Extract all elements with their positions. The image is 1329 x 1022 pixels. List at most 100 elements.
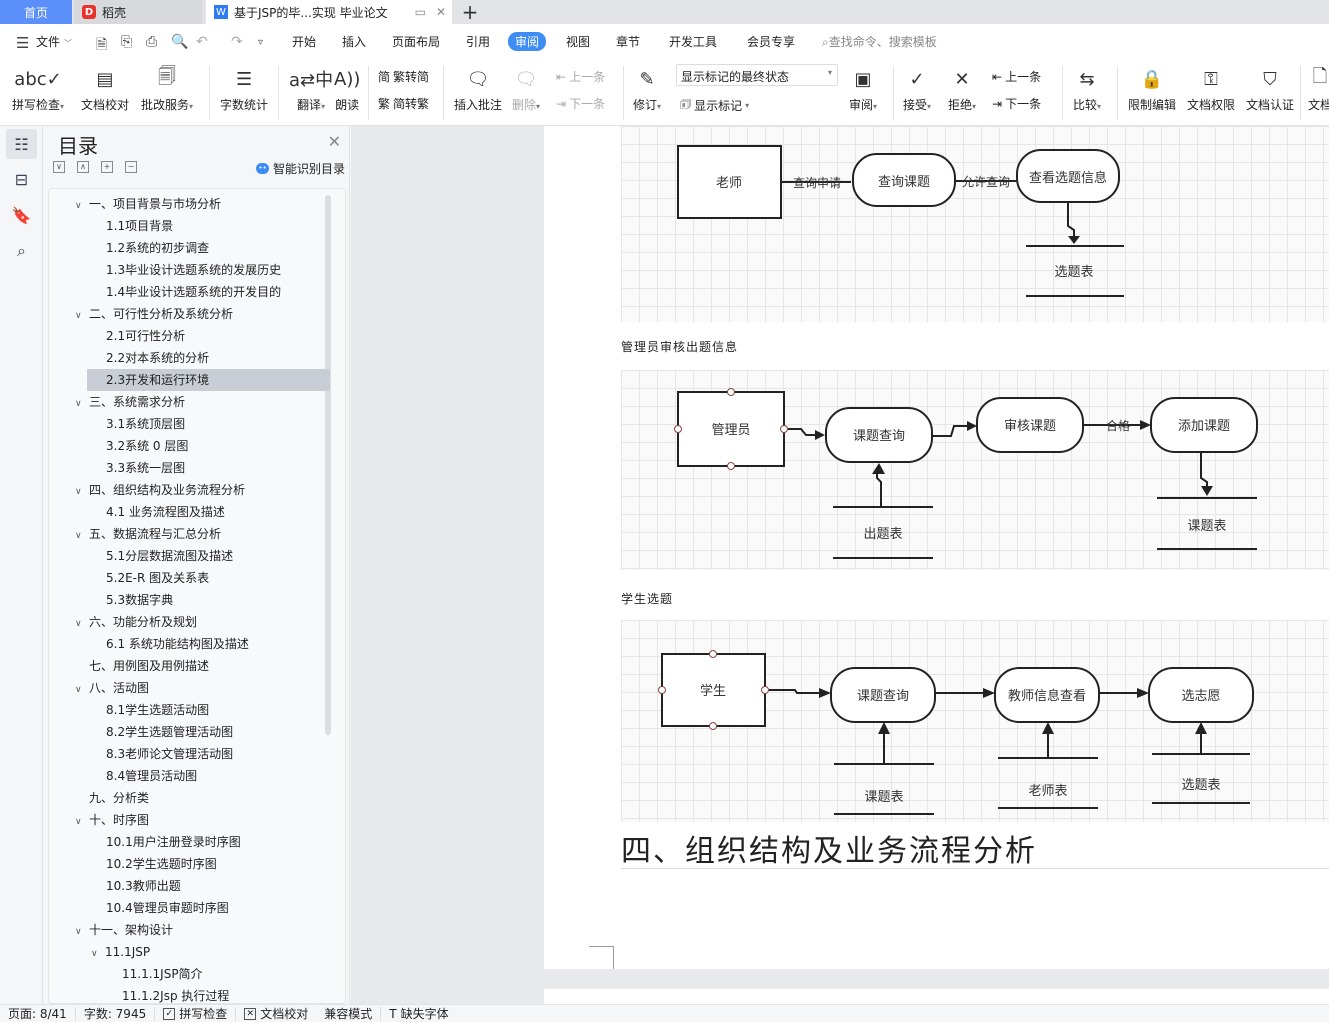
simp-to-trad-button[interactable]: 繁简转繁	[378, 95, 429, 112]
toc-item[interactable]: 6.1 系统功能结构图及描述	[106, 633, 345, 655]
toc-icon[interactable]: ☷	[6, 129, 37, 159]
chevron-down-icon[interactable]: ∨	[75, 201, 82, 211]
delete-comment-button[interactable]: 🗨删除▾	[512, 64, 540, 113]
toc-item[interactable]: ∨十、时序图	[75, 809, 345, 831]
restrict-edit-button[interactable]: 🔒限制编辑	[1128, 64, 1176, 113]
toc-item[interactable]: 5.1分层数据流图及描述	[106, 545, 345, 567]
new-tab-button[interactable]: +	[452, 0, 488, 24]
hamburger-menu-icon[interactable]: ☰	[16, 34, 30, 52]
toc-item[interactable]: 11.1.2Jsp 执行过程	[122, 985, 345, 1003]
redo-icon[interactable]: ↷	[231, 34, 243, 50]
toc-item[interactable]: 8.3老师论文管理活动图	[106, 743, 345, 765]
tab-daoke[interactable]: D 稻壳	[74, 0, 202, 24]
toc-item[interactable]: 3.2系统 0 层图	[106, 435, 345, 457]
file-menu[interactable]: 文件 ﹀	[36, 33, 72, 50]
doc-proofread-toggle[interactable]: ✕文档校对	[236, 1007, 316, 1021]
menu-developer[interactable]: 开发工具	[669, 35, 718, 49]
review-pane-button[interactable]: ▣审阅▾	[849, 64, 877, 113]
read-aloud-button[interactable]: A))朗读	[334, 64, 360, 113]
toc-item[interactable]: 九、分析类	[89, 787, 345, 809]
toc-item[interactable]: 10.3教师出题	[106, 875, 345, 897]
compare-button[interactable]: ⇆比较▾	[1073, 64, 1101, 113]
spell-check-button[interactable]: abc✓拼写检查▾	[12, 64, 64, 113]
search-icon[interactable]: ⌕	[17, 241, 26, 260]
remove-level-icon[interactable]: −	[125, 161, 137, 173]
doc-permission-button[interactable]: ⚿文档权限	[1187, 64, 1235, 113]
menu-start[interactable]: 开始	[292, 35, 317, 49]
prev-comment-button[interactable]: ⇤上一条	[556, 68, 605, 85]
accept-button[interactable]: ✓接受▾	[903, 64, 931, 113]
page-indicator[interactable]: 页面: 8/41	[0, 1006, 76, 1021]
chapter-nav-icon[interactable]: ⊟	[14, 169, 29, 189]
toc-item[interactable]: 2.3开发和运行环境	[87, 369, 330, 391]
toc-item[interactable]: 10.2学生选题时序图	[106, 853, 345, 875]
toc-scrollbar[interactable]	[325, 195, 331, 735]
toc-item[interactable]: 8.4管理员活动图	[106, 765, 345, 787]
toc-item[interactable]: 5.2E-R 图及关系表	[106, 567, 345, 589]
spell-check-toggle[interactable]: ✓拼写检查	[155, 1006, 237, 1021]
toc-item[interactable]: 4.1 业务流程图及描述	[106, 501, 345, 523]
print-icon[interactable]: ⎙	[146, 34, 158, 50]
chevron-down-icon[interactable]: ∨	[75, 817, 82, 827]
add-level-icon[interactable]: +	[101, 161, 113, 173]
chevron-down-icon[interactable]: ∨	[75, 487, 82, 497]
close-tab-icon[interactable]: ✕	[435, 5, 446, 19]
toc-item[interactable]: 3.3系统一层图	[106, 457, 345, 479]
menu-member[interactable]: 会员专享	[747, 35, 796, 49]
print-preview-icon[interactable]: 🔍	[171, 34, 189, 50]
track-changes-button[interactable]: ✎修订▾	[633, 64, 661, 113]
collapse-up-icon[interactable]: ∧	[77, 161, 89, 173]
toc-item[interactable]: 1.2系统的初步调查	[106, 237, 345, 259]
menu-chapter[interactable]: 章节	[616, 35, 641, 49]
toc-item[interactable]: 8.1学生选题活动图	[106, 699, 345, 721]
export-icon[interactable]: ⎘	[121, 34, 133, 50]
toc-item[interactable]: 1.3毕业设计选题系统的发展历史	[106, 259, 345, 281]
word-count-indicator[interactable]: 字数: 7945	[76, 1006, 156, 1021]
toc-item[interactable]: 1.4毕业设计选题系统的开发目的	[106, 281, 345, 303]
close-icon[interactable]: ✕	[327, 132, 341, 151]
toc-item[interactable]: 3.1系统顶层图	[106, 413, 345, 435]
reject-button[interactable]: ✕拒绝▾	[948, 64, 976, 113]
toc-item[interactable]: ∨一、项目背景与市场分析	[75, 193, 345, 215]
next-change-button[interactable]: ⇥下一条	[992, 95, 1041, 112]
toc-item[interactable]: 11.1.1JSP简介	[122, 963, 345, 985]
toc-item[interactable]: ∨六、功能分析及规划	[75, 611, 345, 633]
bookmark-icon[interactable]: 🔖	[11, 205, 32, 225]
menu-review[interactable]: 审阅	[508, 32, 547, 51]
insert-comment-button[interactable]: 🗨插入批注	[454, 64, 502, 113]
show-markup-button[interactable]: 🗊显示标记▾	[680, 95, 749, 116]
tab-document[interactable]: W 基于JSP的毕...实现 毕业论文 ▭ ✕	[206, 0, 452, 24]
toc-item[interactable]: 2.1可行性分析	[106, 325, 345, 347]
next-comment-button[interactable]: ⇥下一条	[556, 95, 605, 112]
chevron-down-icon[interactable]: ∨	[75, 531, 82, 541]
doc-more-button[interactable]: 🗋文档	[1308, 64, 1329, 113]
translate-button[interactable]: a⇄中翻译▾	[289, 64, 333, 113]
toc-item[interactable]: ∨十一、架构设计	[75, 919, 345, 941]
toc-item[interactable]: ∨八、活动图	[75, 677, 345, 699]
chevron-down-icon[interactable]: ∨	[75, 619, 82, 629]
toc-item[interactable]: 10.1用户注册登录时序图	[106, 831, 345, 853]
toc-item[interactable]: ∨二、可行性分析及系统分析	[75, 303, 345, 325]
toc-item[interactable]: 5.3数据字典	[106, 589, 345, 611]
word-count-button[interactable]: ☰字数统计	[220, 64, 268, 113]
customize-toolbar-icon[interactable]: ▿	[258, 37, 264, 48]
toc-item[interactable]: ∨四、组织结构及业务流程分析	[75, 479, 345, 501]
toc-item[interactable]: 8.2学生选题管理活动图	[106, 721, 345, 743]
chevron-down-icon[interactable]: ∨	[91, 949, 98, 959]
tab-home[interactable]: 首页	[0, 0, 72, 24]
save-icon[interactable]: 🗎	[96, 37, 108, 53]
smart-recognize-toc-button[interactable]: •• 智能识别目录	[255, 160, 345, 177]
toc-item[interactable]: ∨11.1JSP	[91, 941, 345, 963]
chevron-down-icon[interactable]: ∨	[75, 685, 82, 695]
command-search[interactable]: ⌕查找命令、搜索模板	[822, 33, 937, 50]
monitor-icon[interactable]: ▭	[414, 5, 426, 19]
doc-certify-button[interactable]: ⛉文档认证	[1246, 64, 1294, 113]
chevron-down-icon[interactable]: ∨	[75, 399, 82, 409]
toc-item[interactable]: 10.4管理员审题时序图	[106, 897, 345, 919]
menu-references[interactable]: 引用	[466, 35, 491, 49]
undo-icon[interactable]: ↶	[196, 34, 208, 50]
toc-item[interactable]: 七、用例图及用例描述	[89, 655, 345, 677]
toc-item[interactable]: 1.1项目背景	[106, 215, 345, 237]
toc-item[interactable]: 2.2对本系统的分析	[106, 347, 345, 369]
